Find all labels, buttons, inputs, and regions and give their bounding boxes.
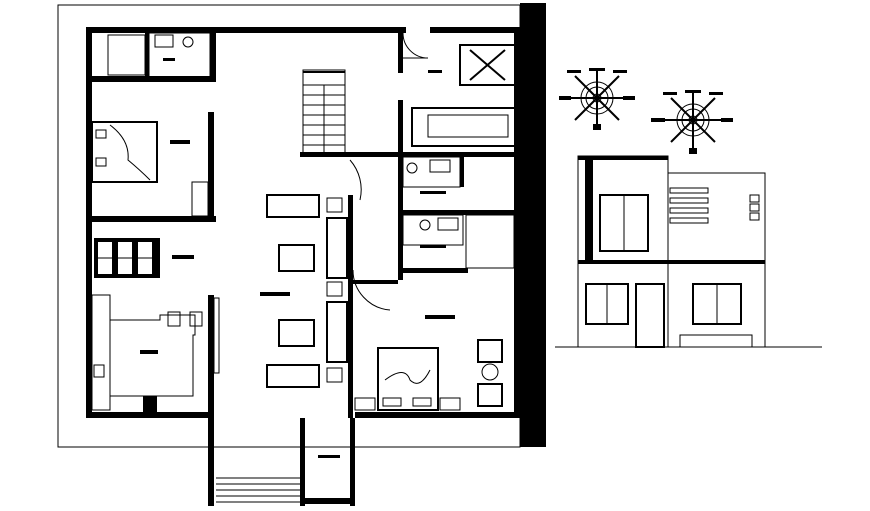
wall <box>208 418 214 506</box>
toilet-room <box>148 32 211 79</box>
staircase <box>302 69 346 156</box>
dining-table <box>94 238 160 278</box>
room-label <box>170 140 190 144</box>
outer-wall-left <box>86 27 92 418</box>
wall <box>300 498 355 504</box>
wall <box>398 210 520 215</box>
door-swing <box>352 269 391 311</box>
closet <box>107 34 146 76</box>
wall <box>460 157 464 187</box>
room-label <box>318 455 340 458</box>
compass-symbol <box>559 68 635 130</box>
wall <box>86 76 216 82</box>
wall <box>398 152 520 157</box>
window <box>213 297 220 374</box>
door <box>635 283 665 348</box>
wall <box>398 268 468 273</box>
wash-basin <box>154 34 174 48</box>
floor-plan <box>57 3 546 506</box>
outer-wall-bottom-left <box>86 412 214 418</box>
wall <box>145 33 149 78</box>
outer-wall-bottom-right <box>355 412 520 418</box>
wall <box>210 27 216 82</box>
outer-wall-right <box>514 27 520 418</box>
kitchen <box>91 294 203 412</box>
wall <box>208 295 214 418</box>
living-furniture <box>260 194 348 388</box>
wall <box>300 418 305 506</box>
room-label <box>163 58 175 61</box>
wall <box>208 112 214 222</box>
wall <box>86 216 216 222</box>
door-swing <box>349 159 362 201</box>
bathroom <box>402 156 515 269</box>
entrance-steps <box>216 477 300 503</box>
wall <box>398 100 403 280</box>
wardrobe <box>191 181 209 217</box>
wall <box>350 418 355 506</box>
bed <box>354 315 461 411</box>
boundary-wall <box>520 3 546 447</box>
door-swing <box>402 32 429 59</box>
outer-wall-top-right <box>430 27 520 33</box>
outer-wall-top <box>86 27 406 33</box>
wall <box>353 280 398 284</box>
compass-symbol <box>651 90 733 154</box>
bed <box>91 121 158 183</box>
steps <box>679 334 753 348</box>
wc <box>182 36 194 48</box>
front-elevation <box>555 155 822 348</box>
chairs <box>477 339 503 407</box>
wall <box>348 195 353 418</box>
wall <box>398 33 403 73</box>
gym-equipment <box>411 44 518 147</box>
plot-boundary <box>57 4 521 448</box>
wall <box>300 152 420 157</box>
room-label <box>172 255 194 259</box>
